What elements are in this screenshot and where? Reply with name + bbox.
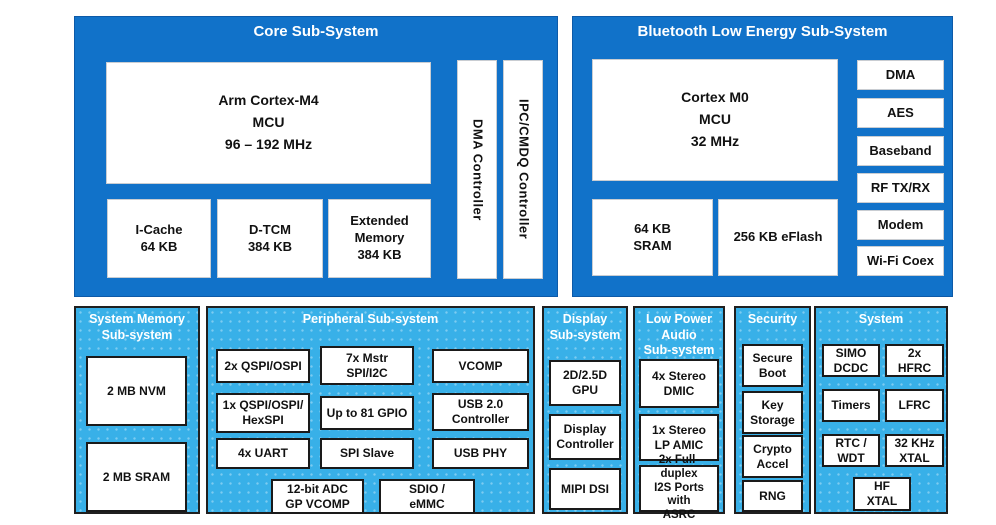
block-key-storage: Key Storage [742, 391, 803, 434]
block-2mb-sram: 2 MB SRAM [86, 442, 187, 512]
block-lfrc: LFRC [885, 389, 944, 422]
block-d-tcm: D-TCM 384 KB [217, 199, 323, 278]
peripheral-subsystem-section: Peripheral Sub-system 2x QSPI/OSPI 7x Ms… [206, 306, 535, 514]
system-memory-subsystem-section: System Memory Sub-system 2 MB NVM 2 MB S… [74, 306, 200, 514]
block-hf-xtal: HF XTAL [853, 477, 911, 511]
block-sdio-emmc: SDIO / eMMC [379, 479, 475, 514]
block-extended-memory: Extended Memory 384 KB [328, 199, 431, 278]
block-baseband: Baseband [857, 136, 944, 166]
security-title: Security [747, 312, 798, 326]
block-1x-stereo-lp-amic: 1x Stereo LP AMIC [639, 414, 719, 461]
block-12bit-adc-gp-vcomp: 12-bit ADC GP VCOMP [271, 479, 364, 514]
display-subsystem-title: Display Sub-system [549, 312, 621, 342]
block-64kb-sram: 64 KB SRAM [592, 199, 713, 276]
core-subsystem-section: Core Sub-System Arm Cortex-M4 MCU 96 – 1… [74, 16, 558, 297]
display-subsystem-section: Display Sub-system 2D/2.5D GPU Display C… [542, 306, 628, 514]
block-rng: RNG [742, 480, 803, 512]
block-2x-hfrc: 2x HFRC [885, 344, 944, 377]
peripheral-subsystem-title: Peripheral Sub-system [302, 312, 439, 326]
block-rtc-wdt: RTC / WDT [822, 434, 880, 467]
block-dma-controller: DMA Controller [457, 60, 497, 279]
ble-subsystem-title: Bluetooth Low Energy Sub-System [637, 23, 888, 40]
block-secure-boot: Secure Boot [742, 344, 803, 387]
audio-subsystem-title: Low Power Audio Sub-system [643, 312, 715, 358]
block-2x-qspi-ospi: 2x QSPI/OSPI [216, 349, 310, 383]
block-vcomp: VCOMP [432, 349, 529, 383]
block-2mb-nvm: 2 MB NVM [86, 356, 187, 426]
block-2x-i2s-asrc: 2x Full-duplex I2S Ports with ASRC [639, 454, 719, 521]
block-usb-phy: USB PHY [432, 438, 529, 469]
system-section: System SIMO DCDC 2x HFRC Timers LFRC RTC… [814, 306, 948, 514]
block-modem: Modem [857, 210, 944, 240]
block-256kb-eflash: 256 KB eFlash [718, 199, 838, 276]
block-display-controller: Display Controller [549, 414, 621, 460]
security-section: Security Secure Boot Key Storage Crypto … [734, 306, 811, 514]
block-7x-mstr-spi-i2c: 7x Mstr SPI/I2C [320, 346, 414, 385]
block-1x-qspi-ospi-hexspi: 1x QSPI/OSPI/ HexSPI [216, 393, 310, 433]
block-2d-gpu: 2D/2.5D GPU [549, 360, 621, 406]
block-mipi-dsi: MIPI DSI [549, 468, 621, 510]
block-rf-tx-rx: RF TX/RX [857, 173, 944, 203]
block-simo-dcdc: SIMO DCDC [822, 344, 880, 377]
system-memory-subsystem-title: System Memory Sub-system [89, 312, 185, 342]
block-spi-slave: SPI Slave [320, 438, 414, 469]
block-crypto-accel: Crypto Accel [742, 435, 803, 478]
block-timers: Timers [822, 389, 880, 422]
block-aes: AES [857, 98, 944, 128]
block-wifi-coex: Wi-Fi Coex [857, 246, 944, 276]
audio-subsystem-section: Low Power Audio Sub-system 4x Stereo DMI… [633, 306, 725, 521]
block-4x-stereo-dmic: 4x Stereo DMIC [639, 359, 719, 408]
block-arm-cortex-m4-mcu: Arm Cortex-M4 MCU 96 – 192 MHz [106, 62, 431, 184]
core-subsystem-title: Core Sub-System [253, 23, 379, 40]
block-usb-2-controller: USB 2.0 Controller [432, 393, 529, 431]
block-dma: DMA [857, 60, 944, 90]
block-up-to-81-gpio: Up to 81 GPIO [320, 396, 414, 430]
block-ipc-cmdq-controller: IPC/CMDQ Controller [503, 60, 543, 279]
block-32khz-xtal: 32 KHz XTAL [885, 434, 944, 467]
ble-subsystem-section: Bluetooth Low Energy Sub-System Cortex M… [572, 16, 953, 297]
system-title: System [858, 312, 904, 326]
block-cortex-m0-mcu: Cortex M0 MCU 32 MHz [592, 59, 838, 181]
block-4x-uart: 4x UART [216, 438, 310, 469]
block-i-cache: I-Cache 64 KB [107, 199, 211, 278]
